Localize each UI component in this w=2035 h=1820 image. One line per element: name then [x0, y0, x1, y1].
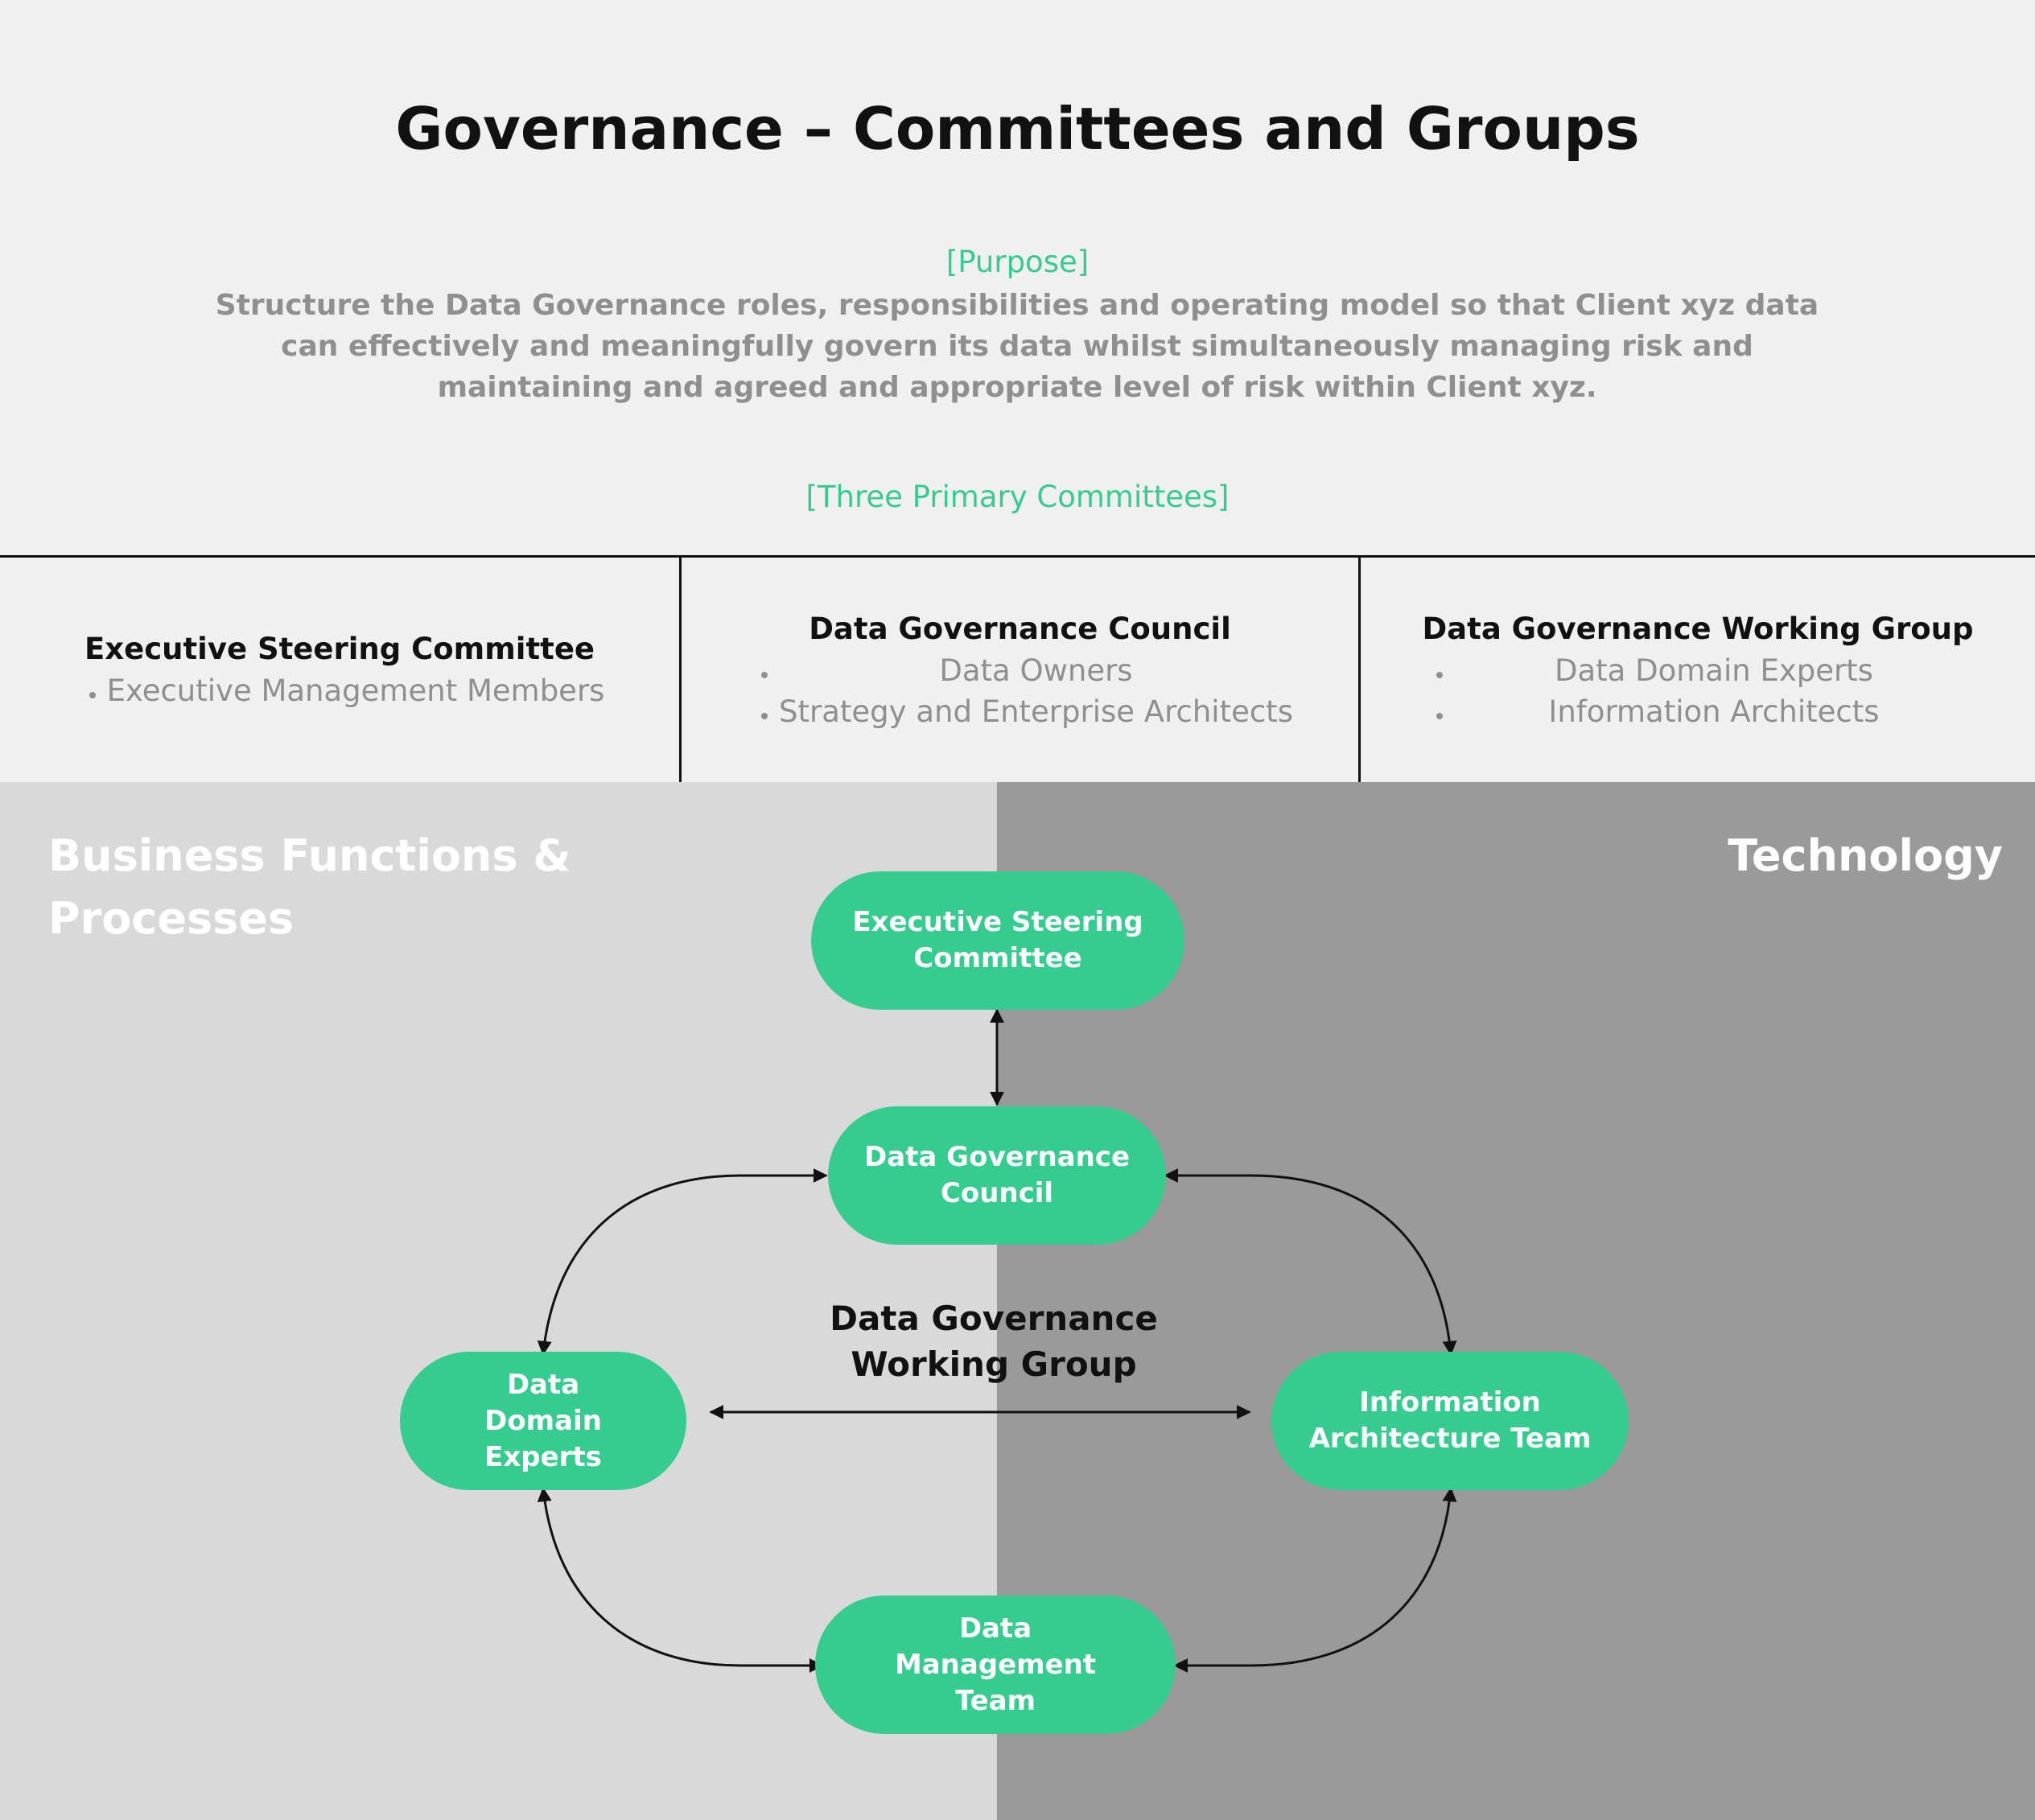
purpose-label: [Purpose] [945, 245, 1090, 279]
node-label: Information Architecture Team [1308, 1386, 1592, 1455]
committee-member: Data Domain Experts [1454, 650, 1973, 691]
page-title: Governance – Committees and Groups [395, 95, 1640, 163]
node-label: Executive Steering Committee [852, 906, 1143, 974]
committee-title: Executive Steering Committee [84, 632, 595, 666]
technology-label: Technology [1728, 830, 2003, 881]
node-information-architecture-team: Information Architecture Team [1271, 1352, 1629, 1490]
committees-table: Executive Steering Committee Executive M… [0, 555, 2035, 782]
node-data-management-team: Data Management Team [815, 1596, 1176, 1734]
committee-member: Data Owners [779, 650, 1293, 691]
node-label: Data Management Team [894, 1612, 1097, 1717]
committees-label: [Three Primary Committees] [805, 480, 1230, 514]
purpose-text: Structure the Data Governance roles, res… [215, 289, 1819, 404]
committee-column-working-group: Data Governance Working Group Data Domai… [1358, 558, 2035, 782]
node-data-governance-council: Data Governance Council [828, 1106, 1166, 1245]
edge-info-data-management [1173, 1487, 1457, 1673]
committee-member: Information Architects [1454, 691, 1973, 732]
edge-council-info-architecture [1164, 1168, 1457, 1356]
committee-member: Executive Management Members [107, 670, 605, 711]
node-executive-steering-committee: Executive Steering Committee [811, 871, 1184, 1010]
committee-member: Strategy and Enterprise Architects [779, 691, 1293, 732]
committee-column-council: Data Governance Council Data Owners Stra… [679, 558, 1358, 782]
edge-council-domain-experts [537, 1168, 828, 1356]
edge-domain-data-management [537, 1487, 824, 1673]
committee-title: Data Governance Council [809, 611, 1231, 646]
working-group-label: Data Governance Working Group [830, 1299, 1158, 1384]
business-functions-label: Business Functions & Processes [48, 830, 571, 944]
committee-title: Data Governance Working Group [1422, 611, 1974, 646]
node-label: Data Governance Council [863, 1141, 1131, 1209]
committee-member-list: Executive Management Members [75, 670, 605, 711]
committee-member-list: Data Owners Strategy and Enterprise Arch… [747, 650, 1293, 732]
committee-column-executive: Executive Steering Committee Executive M… [0, 558, 679, 782]
committee-member-list: Data Domain Experts Information Architec… [1422, 650, 1973, 732]
node-label: Data Domain Experts [484, 1368, 602, 1473]
node-data-domain-experts: Data Domain Experts [400, 1352, 686, 1490]
